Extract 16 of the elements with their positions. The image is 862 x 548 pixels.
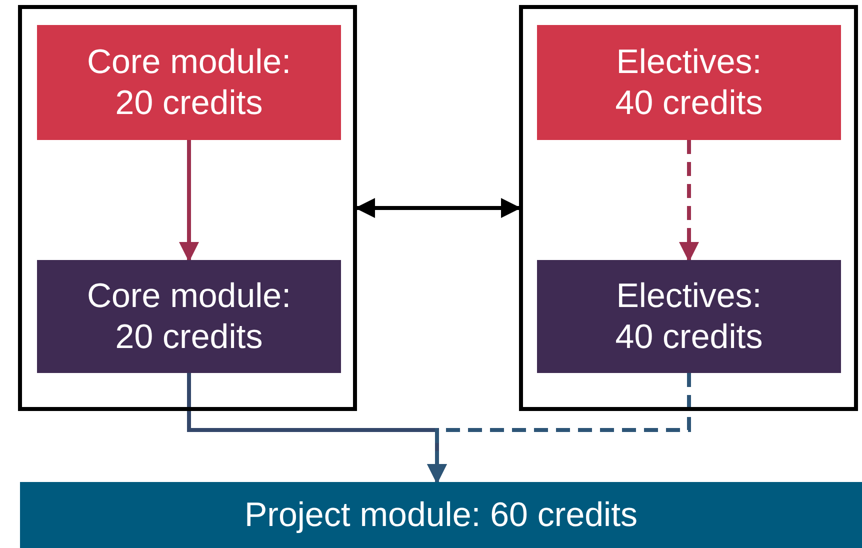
module-label: Electives: 40 credits (614, 42, 764, 124)
module-box (537, 260, 841, 373)
module-box (37, 260, 341, 373)
module-label: Core module: 20 credits (86, 42, 292, 124)
module-box (537, 25, 841, 140)
module-label: Project module: 60 credits (243, 494, 639, 536)
group-frame (18, 5, 357, 411)
arrow (679, 140, 699, 262)
arrow (427, 373, 691, 484)
project-bar (20, 482, 862, 548)
arrow (179, 140, 199, 262)
module-box (37, 25, 341, 140)
module-label: Core module: 20 credits (86, 276, 292, 358)
group-frame (519, 5, 858, 411)
module-label: Electives: 40 credits (614, 276, 764, 358)
arrow (355, 198, 521, 218)
